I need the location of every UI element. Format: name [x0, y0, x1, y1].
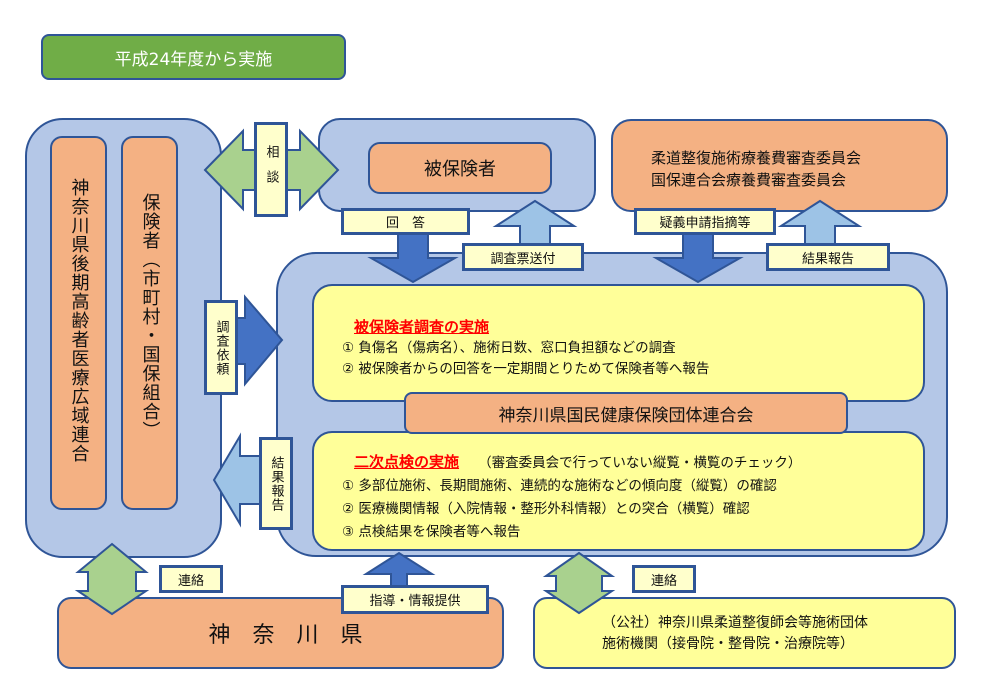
- secondary-check-title: 二次点検の実施: [354, 453, 460, 471]
- result-report-left-label: 結果報告: [259, 437, 293, 530]
- contact-left-double-arrow: [74, 542, 150, 616]
- contact-right-double-arrow: [542, 551, 616, 615]
- committee-line-2: 国保連合会療養費審査委員会: [651, 171, 847, 189]
- insured-survey-box: 被保険者調査の実施 ① 負傷名（傷病名）、施術日数、窓口負担額などの調査 ② 被…: [312, 284, 925, 402]
- result-report-left-label-text: 結果報告: [268, 455, 284, 512]
- contact-right-label-text: 連絡: [650, 573, 677, 589]
- hokensha-box: 保険者（市町村・国保組合）: [121, 136, 178, 510]
- contact-left-label-text: 連絡: [177, 573, 204, 589]
- result-report-left-arrow: [212, 432, 263, 528]
- practitioner-line-2: 施術機関（接骨院・整骨院・治療院等）: [602, 636, 854, 652]
- survey-request-arrow: [235, 294, 284, 387]
- survey-item-2: ② 被保険者からの回答を一定期間とりためて保険者等へ報告: [342, 361, 710, 377]
- koki-koreisha-union-box: 神奈川県後期高齢者医療広域連合: [50, 136, 107, 510]
- insured-label: 被保険者: [424, 159, 496, 180]
- check-item-2: ② 医療機関情報（入院情報・整形外科情報）との突合（横覧）確認: [342, 501, 750, 517]
- answer-label-text: 回 答: [385, 216, 425, 231]
- guidance-label: 指導・情報提供: [341, 585, 489, 614]
- koki-koreisha-union-label: 神奈川県後期高齢者医療広域連合: [68, 178, 90, 463]
- prefecture-label: 神 奈 川 県: [208, 623, 363, 648]
- federation-box: 神奈川県国民健康保険団体連合会: [404, 392, 848, 434]
- survey-item-1: ① 負傷名（傷病名）、施術日数、窓口負担額などの調査: [342, 340, 676, 356]
- contact-left-label: 連絡: [159, 565, 223, 593]
- check-item-3: ③ 点検結果を保険者等へ報告: [342, 524, 521, 540]
- secondary-check-note: （審査委員会で行っていない縦覧・横覧のチェック）: [478, 455, 802, 471]
- answer-arrow: [367, 227, 459, 284]
- answer-label: 回 答: [341, 208, 470, 235]
- secondary-check-box: 二次点検の実施 （審査委員会で行っていない縦覧・横覧のチェック） ① 多部位施術…: [312, 431, 925, 551]
- check-item-1: ① 多部位施術、長期間施術、連続的な施術などの傾向度（縦覧）の確認: [342, 478, 777, 494]
- survey-request-label: 調査依頼: [204, 300, 238, 395]
- start-year-banner: 平成24年度から実施: [41, 34, 346, 80]
- survey-request-label-text: 調査依頼: [213, 319, 229, 376]
- doubt-label-text: 疑義申請指摘等: [659, 216, 751, 231]
- banner-text: 平成24年度から実施: [114, 49, 273, 70]
- result-report-top-label-text: 結果報告: [801, 251, 854, 267]
- hokensha-label: 保険者（市町村・国保組合）: [139, 193, 161, 440]
- contact-right-label: 連絡: [632, 565, 696, 593]
- committee-line-1: 柔道整復施術療養費審査委員会: [651, 149, 862, 167]
- survey-send-label-text: 調査票送付: [490, 251, 556, 267]
- practitioner-box: （公社）神奈川県柔道整復師会等施術団体 施術機関（接骨院・整骨院・治療院等）: [533, 597, 956, 669]
- doubt-label: 疑義申請指摘等: [634, 208, 776, 235]
- insured-box: 被保険者: [368, 142, 552, 194]
- insured-survey-title: 被保険者調査の実施: [354, 318, 490, 336]
- practitioner-line-1: （公社）神奈川県柔道整復師会等施術団体: [602, 615, 868, 631]
- federation-label: 神奈川県国民健康保険団体連合会: [498, 405, 754, 426]
- consult-label: 相談: [254, 122, 288, 217]
- doubt-arrow: [652, 227, 744, 284]
- consult-label-text: 相談: [263, 144, 279, 195]
- guidance-label-text: 指導・情報提供: [369, 594, 461, 609]
- review-committee-box: 柔道整復施術療養費審査委員会 国保連合会療養費審査委員会: [611, 119, 948, 212]
- result-report-top-label: 結果報告: [766, 243, 890, 271]
- survey-send-label: 調査票送付: [462, 243, 584, 271]
